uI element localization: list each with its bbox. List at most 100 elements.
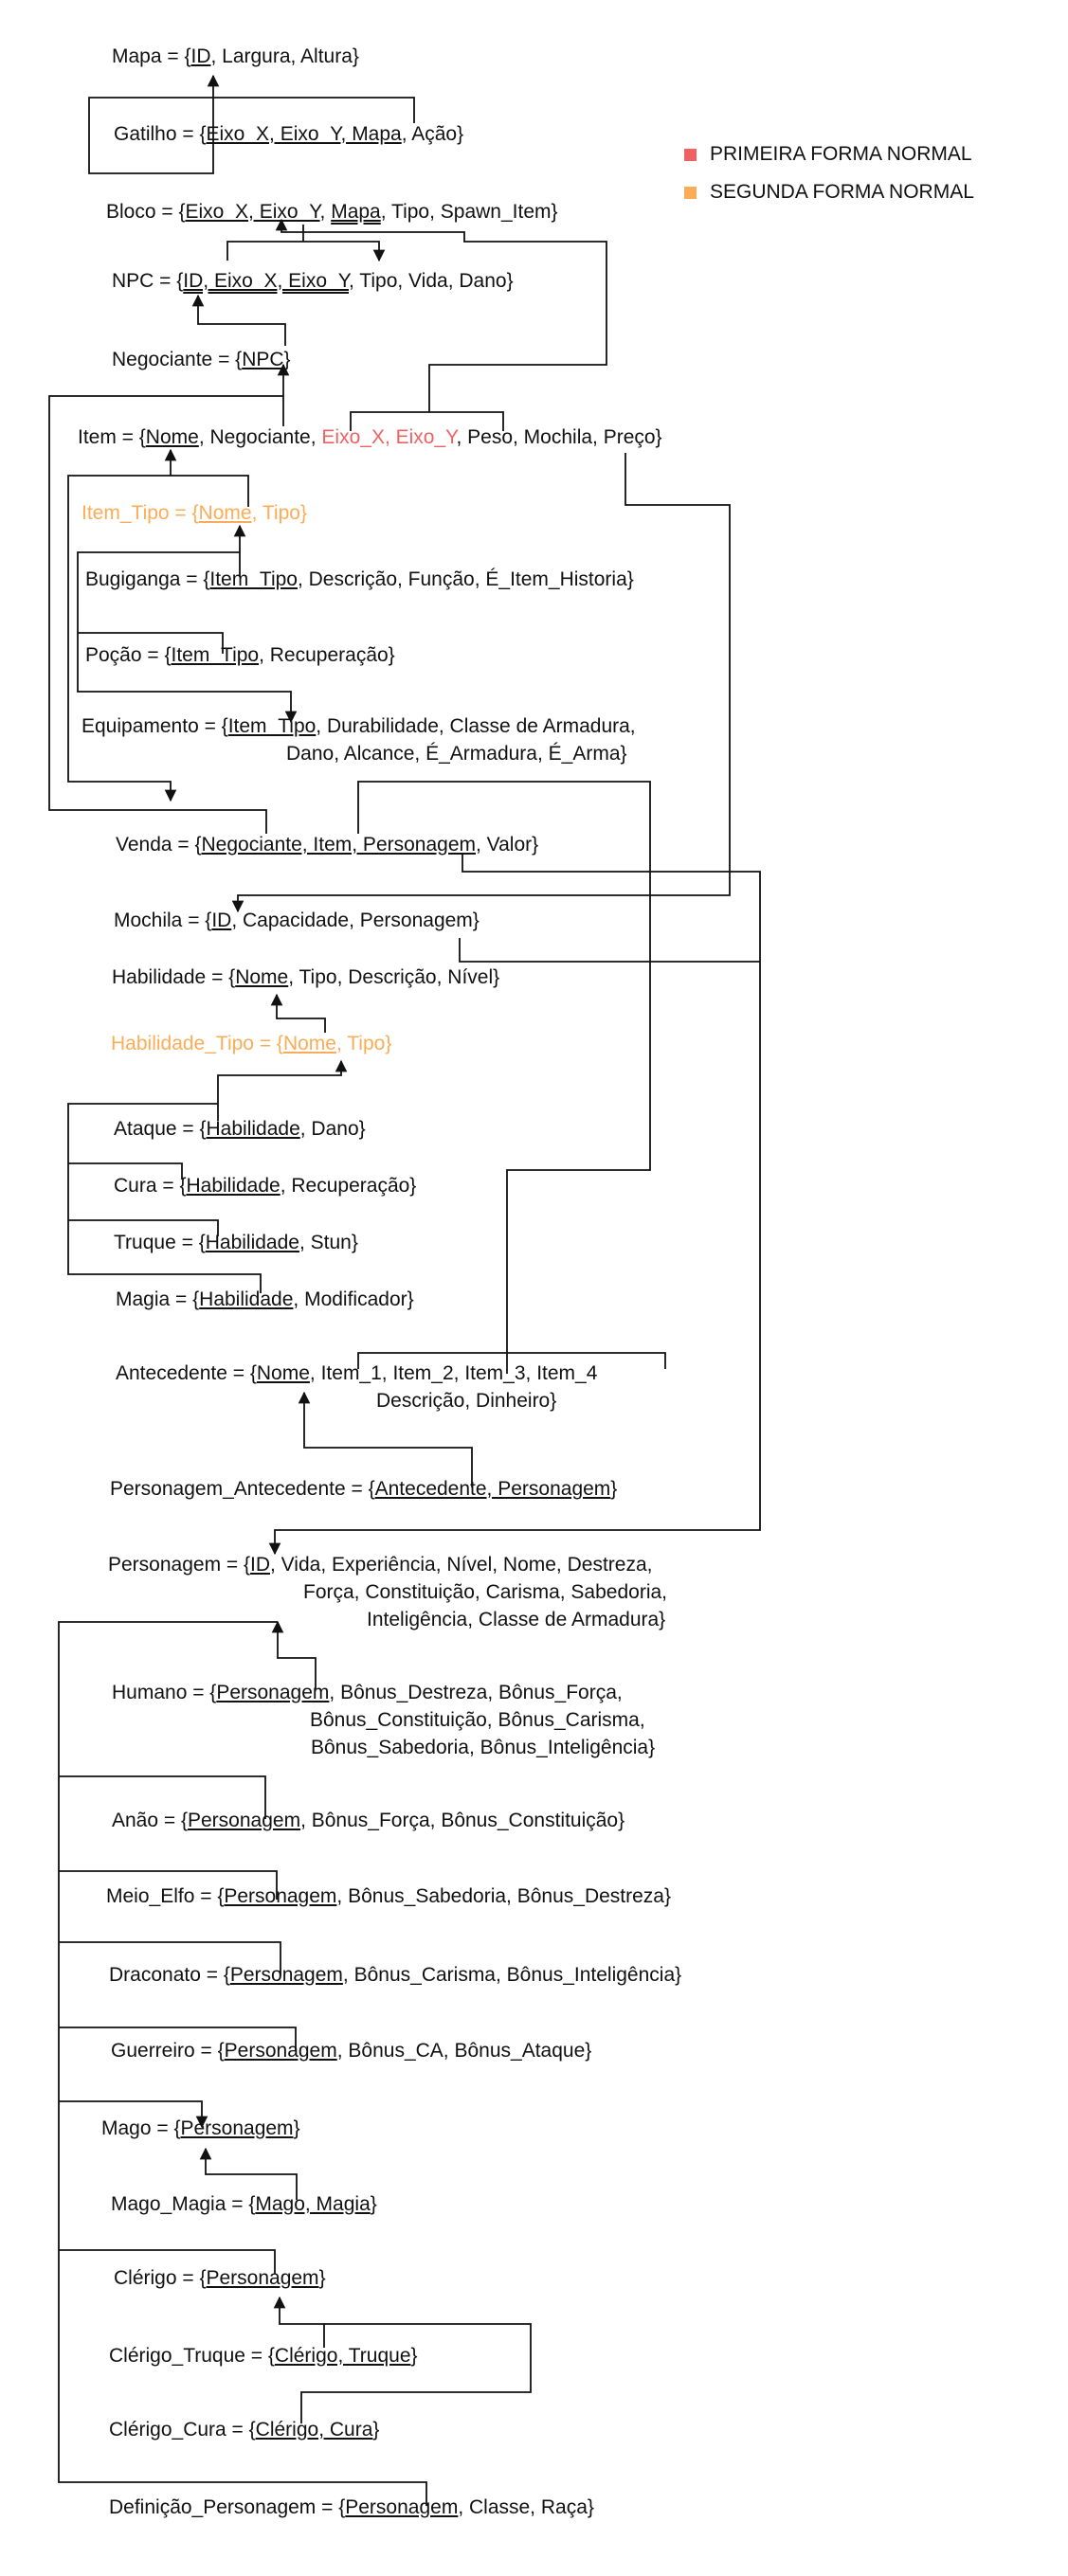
key-attribute: Clérigo, Cura	[255, 2419, 373, 2441]
relation-line: Guerreiro = {Personagem, Bônus_CA, Bônus…	[111, 2040, 591, 2063]
attribute-text: Bônus_Constituição, Bônus_Carisma,	[310, 1709, 645, 1731]
key-attribute: NPC	[242, 349, 284, 370]
attribute-text: Bloco = {	[106, 201, 186, 223]
key-attribute: Eixo_X, Eixo_Y	[185, 201, 320, 223]
attribute-text: , Recuperação}	[280, 1175, 417, 1197]
fk-mochila-personagem	[459, 938, 760, 963]
attribute-text: Ataque = {	[114, 1118, 207, 1140]
attribute-text: Clérigo_Truque = {	[109, 2345, 275, 2367]
relation-line: Mago = {Personagem}	[101, 2117, 300, 2140]
attribute-text: Definição_Personagem = {	[109, 2496, 346, 2518]
attribute-text: Draconato = {	[109, 1964, 230, 1986]
relation-line: Gatilho = {Eixo_X, Eixo_Y, Mapa, Ação}	[114, 123, 463, 146]
attribute-text: , Modificador}	[293, 1288, 414, 1310]
attribute-text: Truque = {	[114, 1232, 206, 1253]
fk-persant-antecedente	[298, 1391, 473, 1487]
attribute-text: Mago = {	[101, 2117, 181, 2139]
relation-line: Magia = {Habilidade, Modificador}	[116, 1288, 414, 1311]
relation-line: Dano, Alcance, É_Armadura, É_Arma}	[286, 743, 627, 766]
attribute-text: Guerreiro = {	[111, 2040, 225, 2062]
relation-line: Equipamento = {Item_Tipo, Durabilidade, …	[81, 715, 636, 738]
attribute-text: Humano = {	[112, 1682, 217, 1703]
key-attribute: Personagem	[180, 2117, 294, 2139]
fk-subhab-habtipo	[217, 1059, 348, 1121]
attribute-text: , Bônus_Sabedoria, Bônus_Destreza}	[336, 1885, 671, 1907]
attribute-text: ,	[319, 201, 332, 223]
relation-line: Clérigo = {Personagem}	[114, 2267, 326, 2290]
relation-line: Truque = {Habilidade, Stun}	[114, 1232, 358, 1254]
attribute-text: Descrição, Dinheiro}	[376, 1390, 557, 1412]
relation-line: Cura = {Habilidade, Recuperação}	[114, 1175, 416, 1198]
attribute-text: }	[372, 2419, 380, 2441]
key-attribute: Mago, Magia	[255, 2193, 371, 2215]
key-attribute: Personagem	[216, 1682, 330, 1703]
fk-races-personagem	[271, 1620, 317, 1689]
attribute-text: , Capacidade, Personagem}	[231, 910, 480, 931]
fk-habtipo-habilidade	[270, 993, 326, 1033]
fk-venda-personagem	[268, 853, 761, 1556]
attribute-text: Clérigo = {	[114, 2267, 207, 2289]
fk-guerreiro-bus	[59, 2027, 297, 2051]
relation-line: Habilidade = {Nome, Tipo, Descrição, Nív…	[112, 966, 499, 989]
attribute-text: Habilidade_Tipo = {	[111, 1033, 283, 1054]
relation-line: NPC = {ID, Eixo_X, Eixo_Y, Tipo, Vida, D…	[112, 270, 514, 293]
key-attribute: Negociante, Item, Personagem	[201, 834, 477, 856]
fk-subhab-bus	[67, 1103, 262, 1293]
attribute-text: , Classe, Raça}	[458, 2496, 594, 2518]
attribute-text: , Ação}	[401, 123, 464, 145]
attribute-text: Item = {	[78, 426, 146, 448]
fk-magomagia-mago	[199, 2147, 298, 2200]
attribute-text: Força, Constituição, Carisma, Sabedoria,	[303, 1581, 667, 1603]
fk-antecedente-items	[357, 1352, 666, 1369]
fk-personagem-bus	[58, 1621, 427, 2506]
key-attribute: Nome	[282, 1033, 336, 1054]
attribute-text: Gatilho = {	[114, 123, 207, 145]
attribute-text: Mapa = {	[112, 45, 191, 67]
attribute-text: }	[410, 2345, 418, 2367]
attribute-text: , Dano}	[299, 1118, 366, 1140]
attribute-text: , Largura, Altura}	[210, 45, 359, 67]
fk-draconato-bus	[59, 1941, 281, 1975]
attribute-text: Personagem_Antecedente = {	[110, 1478, 375, 1500]
relation-line: Clérigo_Cura = {Clérigo, Cura}	[109, 2419, 379, 2441]
attribute-text: }	[318, 2267, 326, 2289]
fk-gatilho-mapa	[88, 74, 415, 174]
key-attribute: ID	[190, 45, 211, 67]
attribute-text: }	[610, 1478, 618, 1500]
fk-pocao-itemtipo	[78, 632, 224, 654]
attribute-text: }	[293, 2117, 300, 2139]
attribute-text: , Item_1, Item_2, Item_3, Item_4	[309, 1362, 598, 1384]
attribute-text: , Bônus_Força, Bônus_Constituição}	[300, 1810, 625, 1831]
attribute-text: , Peso, Mochila, Preço}	[456, 426, 662, 448]
fk-item-coords-bracket	[350, 411, 504, 431]
fk-itemtipo-item	[67, 475, 249, 802]
relation-line: Mapa = {ID, Largura, Altura}	[112, 45, 359, 68]
fk-cura-bus	[68, 1162, 183, 1180]
relation-line: Personagem_Antecedente = {Antecedente, P…	[110, 1478, 617, 1501]
key-attribute: Eixo_X, Eixo_Y, Mapa	[206, 123, 402, 145]
relation-line: Bugiganga = {Item_Tipo, Descrição, Funçã…	[85, 568, 634, 591]
relation-line: Bônus_Constituição, Bônus_Carisma,	[310, 1709, 645, 1732]
attribute-text: Meio_Elfo = {	[106, 1885, 225, 1907]
legend-first-normal-form: PRIMEIRA FORMA NORMAL	[684, 143, 972, 166]
attribute-text: Eixo_X, Eixo_Y	[321, 426, 457, 448]
legend-second-normal-form: SEGUNDA FORMA NORMAL	[684, 181, 974, 204]
key-attribute: Personagem	[229, 1964, 343, 1986]
attribute-text: , Tipo, Spawn_Item}	[380, 201, 558, 223]
attribute-text: Dano, Alcance, É_Armadura, É_Arma}	[286, 743, 627, 765]
attribute-text: , Bônus_Destreza, Bônus_Força,	[329, 1682, 623, 1703]
relation-line: Ataque = {Habilidade, Dano}	[114, 1118, 366, 1141]
attribute-text: Cura = {	[114, 1175, 187, 1197]
relation-line: Definição_Personagem = {Personagem, Clas…	[109, 2496, 594, 2519]
attribute-text: }	[283, 349, 291, 370]
legend-swatch-red	[684, 148, 697, 161]
attribute-text: Mago_Magia = {	[111, 2193, 256, 2215]
relation-line: Venda = {Negociante, Item, Personagem, V…	[116, 834, 538, 856]
relation-line: Draconato = {Personagem, Bônus_Carisma, …	[109, 1964, 681, 1987]
fk-item-mochila	[231, 453, 731, 913]
attribute-text: Negociante = {	[112, 349, 243, 370]
fk-truque-bus	[68, 1219, 219, 1236]
fk-clerigo-loop	[300, 2323, 532, 2423]
attribute-text: Inteligência, Classe de Armadura}	[367, 1609, 666, 1630]
